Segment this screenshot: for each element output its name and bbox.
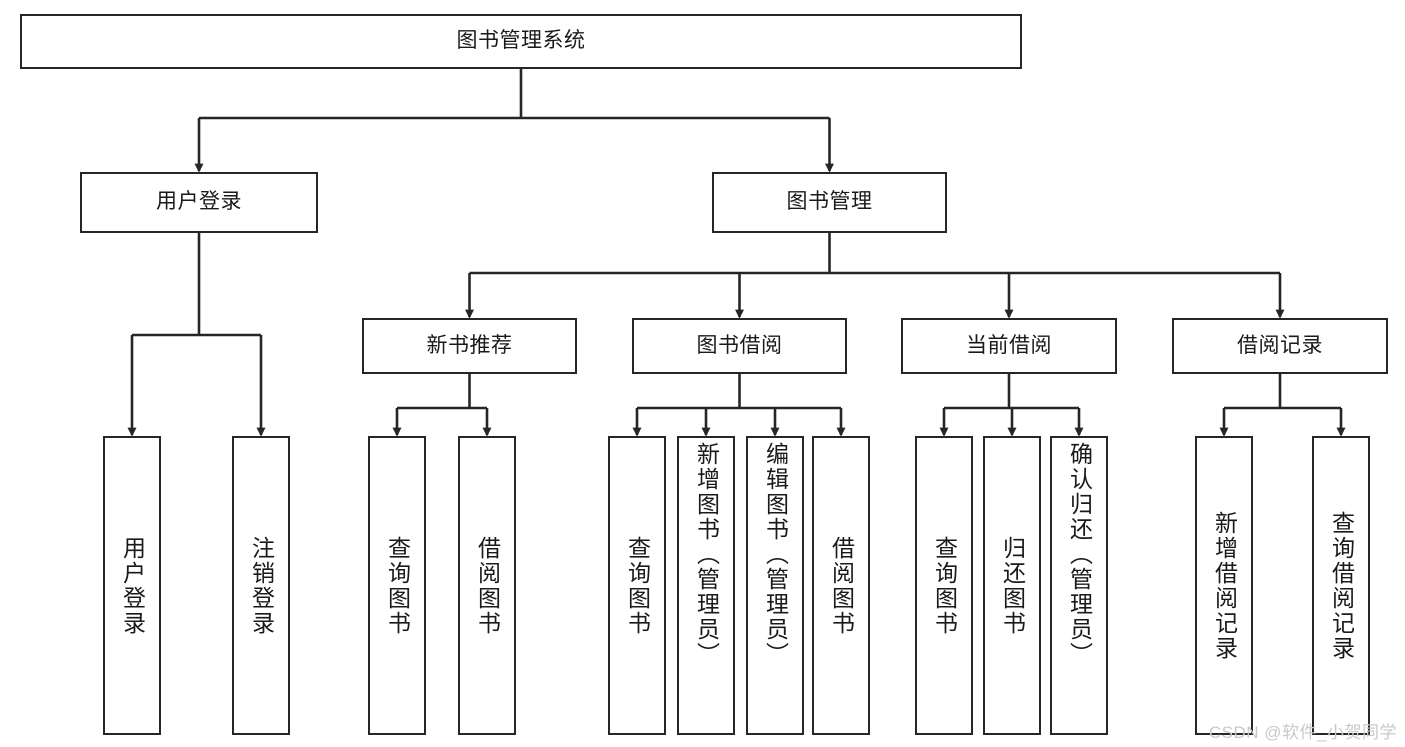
node-leaf-login[interactable]: 用户登录 [103, 436, 161, 735]
node-leaf-add-book[interactable]: 新增图书（管理员） [677, 436, 735, 735]
node-label: 新书推荐 [426, 333, 513, 357]
node-label: 注销登录 [248, 535, 275, 636]
node-leaf-borrow-1[interactable]: 借阅图书 [458, 436, 516, 735]
node-label: 借阅记录 [1237, 333, 1323, 357]
node-label: 查询图书 [624, 535, 651, 636]
node-book-manage[interactable]: 图书管理 [712, 172, 947, 233]
node-leaf-borrow-2[interactable]: 借阅图书 [812, 436, 870, 735]
node-label: 当前借阅 [966, 333, 1052, 357]
node-label: 新增借阅记录 [1211, 510, 1238, 661]
node-label: 编辑图书（管理员） [762, 442, 789, 667]
node-leaf-confirm[interactable]: 确认归还（管理员） [1050, 436, 1108, 735]
node-leaf-return[interactable]: 归还图书 [983, 436, 1041, 735]
node-label: 图书借阅 [696, 333, 783, 357]
node-leaf-edit-book[interactable]: 编辑图书（管理员） [746, 436, 804, 735]
node-leaf-logout[interactable]: 注销登录 [232, 436, 290, 735]
node-book-borrow[interactable]: 图书借阅 [632, 318, 847, 374]
node-root[interactable]: 图书管理系统 [20, 14, 1022, 69]
node-label: 用户登录 [156, 190, 242, 214]
node-label: 新增图书（管理员） [693, 442, 720, 667]
node-user-login[interactable]: 用户登录 [80, 172, 318, 233]
watermark-label: CSDN @软件_小贺同学 [1208, 723, 1397, 742]
node-label: 借阅图书 [474, 535, 501, 636]
node-label: 图书管理系统 [456, 29, 586, 53]
node-label: 图书管理 [786, 190, 873, 214]
node-label: 查询借阅记录 [1328, 510, 1355, 661]
node-label: 借阅图书 [828, 535, 855, 636]
node-current-borrow[interactable]: 当前借阅 [901, 318, 1117, 374]
node-leaf-query-rec[interactable]: 查询借阅记录 [1312, 436, 1370, 735]
node-new-book-rec[interactable]: 新书推荐 [362, 318, 577, 374]
node-label: 确认归还（管理员） [1066, 442, 1093, 667]
node-label: 归还图书 [999, 535, 1026, 636]
node-leaf-query-3[interactable]: 查询图书 [915, 436, 973, 735]
node-leaf-query-2[interactable]: 查询图书 [608, 436, 666, 735]
node-label: 查询图书 [931, 535, 958, 636]
node-leaf-query-1[interactable]: 查询图书 [368, 436, 426, 735]
node-label: 查询图书 [384, 535, 411, 636]
node-borrow-record[interactable]: 借阅记录 [1172, 318, 1388, 374]
node-leaf-add-rec[interactable]: 新增借阅记录 [1195, 436, 1253, 735]
node-label: 用户登录 [119, 535, 146, 636]
